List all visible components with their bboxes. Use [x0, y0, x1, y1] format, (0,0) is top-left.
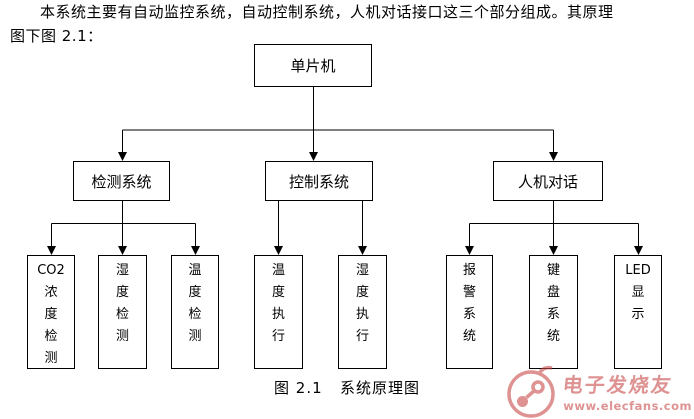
arrowhead [118, 152, 127, 161]
paragraph-line-1: 本系统主要有自动监控系统，自动控制系统，人机对话接口这三个部分组成。其原理 [40, 3, 614, 21]
intro-paragraph: 本系统主要有自动监控系统，自动控制系统，人机对话接口这三个部分组成。其原理 图下… [10, 0, 688, 48]
arrowhead [47, 246, 56, 255]
node-temperature-actuate: 温 度 执 行 [254, 255, 303, 369]
arrowhead [118, 246, 127, 255]
arrowhead [274, 246, 283, 255]
node-humidity-detect: 湿 度 检 测 [98, 255, 147, 369]
arrowhead [465, 246, 474, 255]
arrowhead [309, 152, 318, 161]
node-keyboard-system: 键 盘 系 统 [529, 255, 578, 369]
arrowhead [191, 246, 200, 255]
node-control-system: 控制系统 [265, 161, 373, 201]
node-detection-system: 检测系统 [73, 161, 170, 201]
paragraph-line-2: 图下图 2.1： [10, 27, 103, 45]
node-humidity-actuate: 湿 度 执 行 [338, 255, 387, 369]
arrowhead [634, 246, 643, 255]
node-temperature-detect: 温 度 检 测 [171, 255, 219, 369]
node-co2-concentration-detect: CO2 浓 度 检 测 [27, 255, 75, 369]
node-alarm-system: 报 警 系 统 [446, 255, 493, 369]
arrowhead [549, 152, 558, 161]
arrowhead [549, 246, 558, 255]
node-led-display: LED 显 示 [614, 255, 662, 369]
figure-caption: 图 2.1 系统原理图 [274, 379, 420, 397]
node-mcu: 单片机 [254, 44, 372, 87]
arrowhead [358, 246, 367, 255]
node-hmi-dialog: 人机对话 [493, 161, 603, 201]
watermark-url: www.elecfans.com [563, 399, 692, 413]
